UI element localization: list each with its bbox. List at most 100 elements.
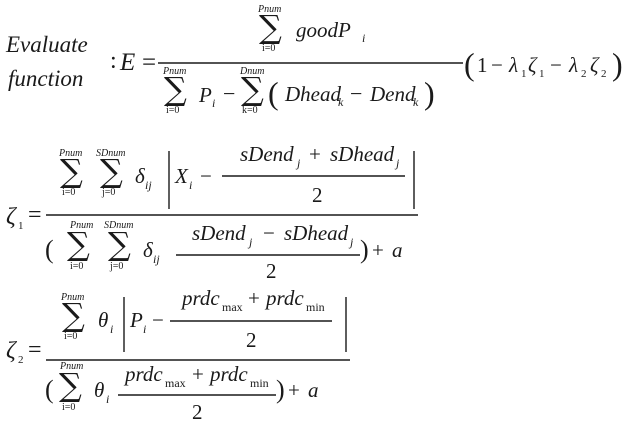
limit-lower-i0: i=0 [262, 43, 275, 54]
sub-k: k [338, 95, 344, 109]
summation-symbol: ∑ [241, 70, 264, 108]
sub-2: 2 [601, 68, 607, 80]
sub-1: 1 [18, 220, 24, 232]
term-sdhead: sDhead [284, 221, 349, 245]
evaluate-label-line1: Evaluate [5, 32, 88, 57]
minus-sign: − [152, 308, 164, 332]
limit-upper-sdnum: SDnum [96, 148, 125, 159]
plus-sign: + [192, 362, 204, 386]
sub-min: min [306, 300, 325, 314]
limit-upper-pnum: Pnum [162, 66, 186, 77]
summation-symbol: ∑ [62, 296, 85, 334]
theta-symbol: θ [94, 378, 104, 402]
zeta-symbol: ζ [590, 53, 600, 77]
sub-i: i [106, 392, 109, 406]
limit-lower-i0: i=0 [62, 187, 75, 198]
summation-symbol: ∑ [164, 70, 187, 108]
evaluate-label-line2: function [8, 66, 83, 91]
left-paren: ( [464, 46, 475, 82]
limit-upper-pnum: Pnum [58, 148, 82, 159]
summation-symbol: ∑ [60, 152, 83, 190]
term-a: a [392, 238, 403, 262]
denominator-two: 2 [192, 400, 203, 424]
term-goodp: goodP [296, 18, 351, 42]
plus-sign: + [309, 142, 321, 166]
equals-sign-zeta1: = [28, 202, 42, 228]
sub-ij: ij [153, 252, 160, 266]
term-p: P [198, 83, 212, 107]
limit-upper-pnum: Pnum [60, 292, 84, 303]
limit-upper-pnum: Pnum [257, 4, 281, 15]
term-dend: Dend [369, 82, 416, 106]
sub-1: 1 [521, 68, 527, 80]
limit-lower-j0: j=0 [109, 261, 123, 272]
left-paren: ( [45, 375, 54, 404]
colon-symbol: : [110, 48, 117, 74]
zeta-symbol: ζ [6, 204, 18, 230]
term-sdend: sDend [240, 142, 294, 166]
minus-sign: − [200, 164, 212, 188]
left-paren: ( [268, 75, 279, 111]
summation-symbol: ∑ [259, 8, 282, 46]
sub-max: max [222, 300, 243, 314]
sub-j: j [247, 235, 253, 249]
minus-sign: − [350, 81, 362, 106]
sub-i: i [212, 96, 215, 110]
right-paren: ) [276, 375, 285, 404]
sub-ij: ij [145, 178, 152, 192]
right-paren: ) [360, 235, 369, 264]
delta-symbol: δ [143, 238, 154, 262]
term-a: a [308, 378, 319, 402]
limit-upper-pnum: Pnum [69, 220, 93, 231]
one-digit: 1 [477, 53, 488, 77]
sub-2: 2 [581, 68, 587, 80]
minus-sign: − [223, 81, 235, 106]
plus-sign: + [248, 286, 260, 310]
lambda-symbol: λ [508, 53, 518, 77]
term-prdc: prdc [123, 362, 163, 386]
sub-min: min [250, 376, 269, 390]
sub-j: j [348, 235, 354, 249]
term-prdc: prdc [208, 362, 248, 386]
delta-symbol: δ [135, 164, 146, 188]
term-prdc: prdc [180, 286, 220, 310]
right-paren: ) [424, 75, 435, 111]
sub-i: i [189, 178, 192, 192]
e-variable: E [119, 49, 135, 76]
right-paren: ) [612, 46, 623, 82]
sub-i: i [110, 322, 113, 336]
limit-upper-sdnum: SDnum [104, 220, 133, 231]
limit-lower-i0: i=0 [64, 331, 77, 342]
sub-i: i [362, 31, 365, 45]
minus-sign: − [263, 221, 275, 245]
equals-sign-e: = [142, 49, 156, 76]
sub-j: j [394, 156, 400, 170]
summation-symbol: ∑ [59, 366, 82, 404]
denominator-two: 2 [246, 328, 257, 352]
denominator-two: 2 [266, 259, 277, 283]
sub-2: 2 [18, 354, 24, 366]
left-paren: ( [45, 235, 54, 264]
term-x: X [174, 164, 189, 188]
sub-max: max [165, 376, 186, 390]
limit-lower-j0: j=0 [101, 187, 115, 198]
sub-1: 1 [539, 68, 545, 80]
theta-symbol: θ [98, 308, 108, 332]
lambda-symbol: λ [568, 53, 578, 77]
limit-upper-pnum: Pnum [59, 361, 83, 372]
limit-lower-k0: k=0 [242, 105, 258, 116]
sub-k: k [413, 95, 419, 109]
summation-symbol: ∑ [108, 225, 131, 263]
plus-sign: + [372, 238, 384, 262]
term-dhead: Dhead [284, 82, 341, 106]
limit-lower-i0: i=0 [166, 105, 179, 116]
summation-symbol: ∑ [100, 152, 123, 190]
minus-sign: − [491, 53, 503, 77]
plus-sign: + [288, 378, 300, 402]
limit-lower-i0: i=0 [70, 261, 83, 272]
term-prdc: prdc [264, 286, 304, 310]
sub-i: i [143, 322, 146, 336]
zeta-symbol: ζ [6, 338, 18, 364]
